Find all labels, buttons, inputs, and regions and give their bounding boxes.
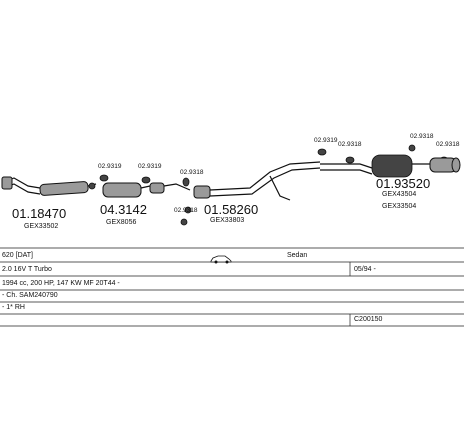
- car-icon: [210, 255, 232, 264]
- part-number-label: 04.3142: [100, 202, 147, 217]
- clamp-parts: [88, 144, 449, 226]
- date-label: 05/94 -: [354, 266, 376, 273]
- clamp-code-label: 02.9319: [98, 163, 122, 170]
- drive-label: - 1* RH: [2, 304, 25, 311]
- clamp-code-label: 02.9318: [410, 133, 434, 140]
- front-pipe-part: [1, 176, 97, 196]
- part-ref-label: GEX43504: [382, 191, 416, 198]
- clamp-code-label: 02.9318: [174, 207, 198, 214]
- part-ref-label: GEX33803: [210, 217, 244, 224]
- part-number-label: 01.18470: [12, 206, 66, 221]
- catalog-label: C200150: [354, 316, 383, 323]
- engine-label: 2.0 16V T Turbo: [2, 266, 52, 273]
- catalyst-part: [102, 182, 191, 198]
- rear-silencer-part: [320, 154, 461, 178]
- clamp-code-label: 02.9318: [436, 141, 460, 148]
- clamp-code-label: 02.9318: [338, 141, 362, 148]
- part-ref-label: GEX33504: [382, 203, 416, 210]
- chassis-label: - Ch. SAM240790: [2, 292, 58, 299]
- clamp-code-label: 02.9318: [180, 169, 204, 176]
- clamp-code-label: 02.9319: [138, 163, 162, 170]
- model-label: 620 [DAT]: [2, 252, 33, 259]
- part-ref-label: GEX33502: [24, 223, 58, 230]
- clamp-code-label: 02.9319: [314, 137, 338, 144]
- part-number-label: 01.93520: [376, 176, 430, 191]
- spec-label: 1994 cc, 200 HP, 147 KW MF 20T44 -: [2, 280, 120, 287]
- part-ref-label: GEX8056: [106, 219, 136, 226]
- body-type-label: Sedan: [287, 252, 308, 259]
- middle-pipe-part: [193, 161, 321, 201]
- part-number-label: 01.58260: [204, 202, 258, 217]
